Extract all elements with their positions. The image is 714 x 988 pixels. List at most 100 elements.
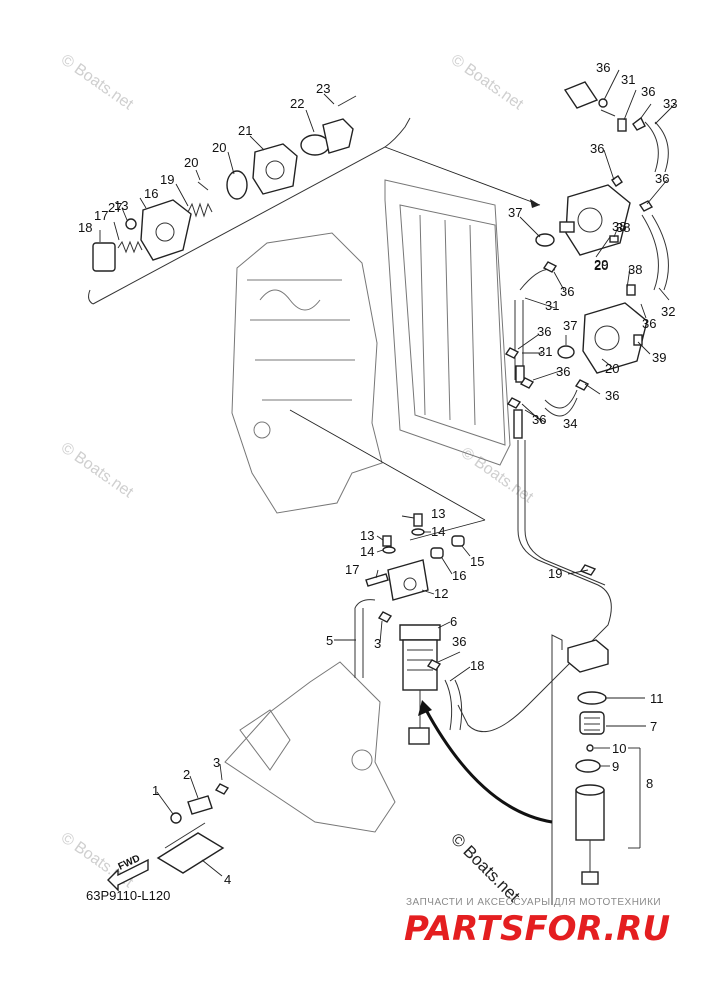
callout-c14a: 14 (431, 524, 445, 539)
fuel-line-routing (289, 409, 612, 733)
callout-c3b: 3 (374, 636, 381, 651)
shop-brand: PARTSFOR.RU (404, 909, 670, 949)
part-25-diaphragm (226, 170, 248, 200)
callout-c9: 9 (612, 759, 619, 774)
part-26-pin (197, 181, 209, 191)
callout: 23 (316, 81, 330, 96)
part-30-nut (125, 218, 137, 230)
callout-c16: 16 (452, 568, 466, 583)
fuel-pump-upper (514, 81, 669, 380)
callout-32: 32 (661, 304, 675, 319)
callout-c10: 10 (612, 741, 626, 756)
fuel-pump-exploded-inset (88, 95, 541, 305)
callout-c38b: 38 (616, 220, 630, 235)
callout: 13 (114, 198, 128, 213)
callout-c12: 12 (434, 586, 448, 601)
drawing-code: 63P9110-L120 (86, 888, 170, 903)
callout: 36 (641, 84, 655, 99)
callout: 37 (508, 205, 522, 220)
callout-c36k: 36 (452, 634, 466, 649)
fuel-pump-lower (504, 284, 648, 439)
callout-labels-visible: 36 31 29 38 29 30 (545, 257, 642, 313)
watermark-text: © Boats.net (58, 51, 137, 113)
callout: 19 (160, 172, 174, 187)
callout: 36 (560, 284, 574, 299)
callout-34: 34 (563, 416, 577, 431)
callout-c31b: 31 (538, 344, 552, 359)
part-8-bowl (575, 789, 605, 841)
callout-c8: 8 (646, 776, 653, 791)
lower-casing-outline (224, 661, 396, 833)
lower-left-parts (107, 783, 230, 892)
watermark-main: © Boats.net (447, 829, 524, 906)
callout-c4: 4 (224, 872, 231, 887)
part-24-spring (187, 202, 213, 218)
fwd-arrow-icon (107, 858, 149, 892)
callout: 31 (545, 298, 559, 313)
callout-labels: 18 17 13 13 16 26 19 20 20 21 22 23 27 3… (78, 60, 677, 235)
callout-c7: 7 (650, 719, 657, 734)
callout-39: 39 (652, 350, 666, 365)
callout: 17 (94, 208, 108, 223)
part-10-float (586, 744, 594, 752)
callout-c5: 5 (326, 633, 333, 648)
callout: 16 (144, 186, 158, 201)
callout-c20b: 20 (605, 361, 619, 376)
callout: 21 (238, 123, 252, 138)
part-11-o-ring (577, 691, 607, 705)
callout: 22 (290, 96, 304, 111)
callout: 20 (212, 140, 226, 155)
part-29-screw (337, 95, 357, 107)
part-2-joint (187, 795, 213, 815)
part-filter-lid (567, 639, 609, 673)
part-7-filter-element (579, 711, 605, 735)
callout-c6: 6 (450, 614, 457, 629)
part-22-spring (117, 240, 143, 254)
callout-c14b: 14 (360, 544, 374, 559)
callout-c11: 11 (650, 691, 664, 706)
part-3-clip (214, 783, 230, 795)
callout-c20a: 20 (594, 258, 608, 273)
callout-36c: 36 (537, 324, 551, 339)
callout: 29 (594, 257, 608, 272)
callout: 38 (612, 219, 626, 234)
callout-c17: 17 (345, 562, 359, 577)
part-4-cover (156, 832, 225, 874)
callout: 31 (621, 72, 635, 87)
part-28-cover (322, 118, 354, 154)
callout-c18: 18 (470, 658, 484, 673)
callout-set: 32 36 39 30 20 37 36 31 36 36 36 34 (532, 304, 675, 431)
detail-pointer-arrow (418, 700, 553, 824)
callout-c2: 2 (183, 767, 190, 782)
part-9-cap (575, 759, 601, 773)
footer: 63P9110-L120 FWD © Boats.net ЗАПЧАСТИ И … (86, 829, 670, 949)
callout-37b: 37 (563, 318, 577, 333)
cylinder-block-cover-outline (384, 179, 511, 466)
callout-36: 36 (642, 316, 656, 331)
callout: 36 (596, 60, 610, 75)
engine-block-outline (231, 232, 383, 514)
fuel-filter-assembly (354, 513, 465, 745)
callout: 36 (655, 171, 669, 186)
part-1-clip (170, 812, 182, 824)
callout-c3a: 3 (213, 755, 220, 770)
leader-lines (99, 69, 676, 877)
callout: 36 (590, 141, 604, 156)
watermark-text: © Boats.net (58, 439, 137, 501)
callout: 20 (184, 155, 198, 170)
callout: 27 (108, 200, 122, 215)
shop-tagline: ЗАПЧАСТИ И АКСЕССУАРЫ ДЛЯ МОТОТЕХНИКИ (406, 897, 661, 908)
callout-36e: 36 (605, 388, 619, 403)
callout-c19: 19 (548, 566, 562, 581)
callout-36d: 36 (556, 364, 570, 379)
callout: 38 (628, 262, 642, 277)
callout: 33 (663, 96, 677, 111)
part-27-pump-housing (252, 143, 298, 195)
callout-36f: 36 (532, 412, 546, 427)
part-21-pump-body (140, 199, 192, 261)
callout-c13a: 13 (431, 506, 445, 521)
callout-c15: 15 (470, 554, 484, 569)
part-23-sleeve (92, 242, 116, 272)
